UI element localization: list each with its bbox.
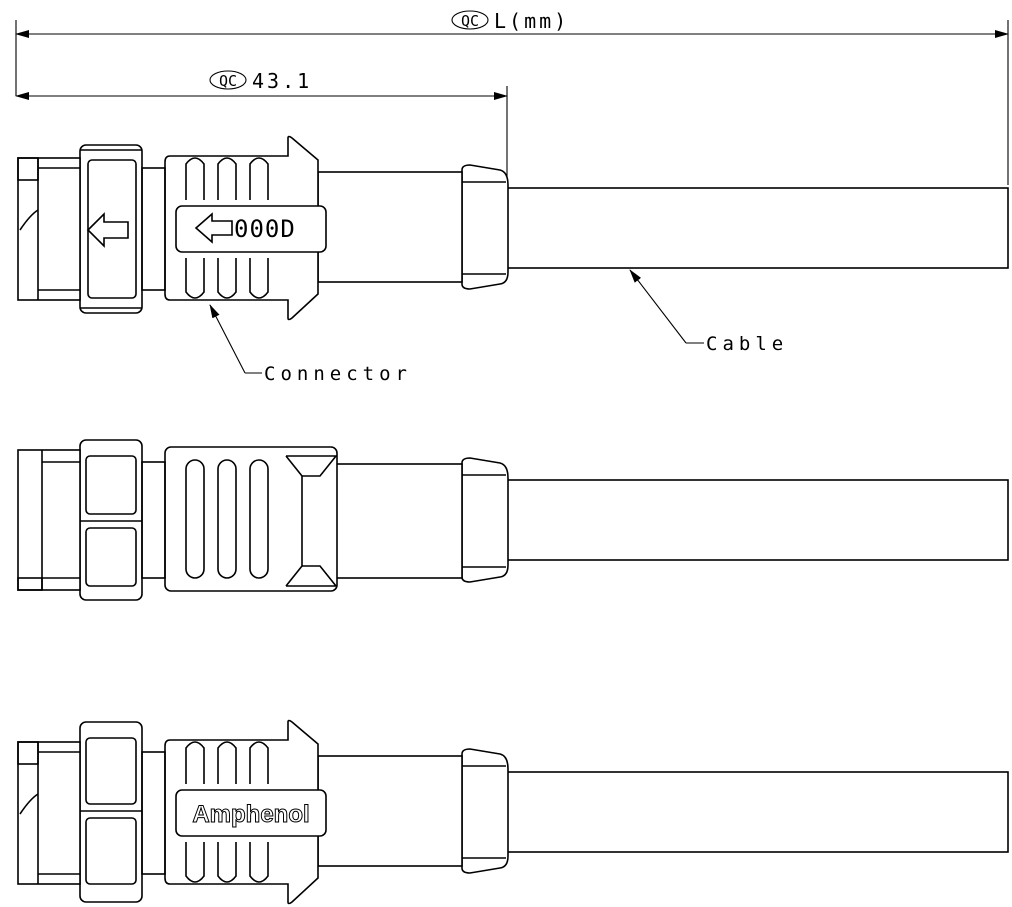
- qc-symbol-icon: QC: [451, 10, 489, 30]
- grip-body: Amphenol: [164, 719, 327, 905]
- bottom-view: Amphenol: [17, 719, 1009, 905]
- grip-body: [164, 446, 338, 592]
- boot: [461, 457, 509, 583]
- connector-length-dimension: QC 43.1: [15, 69, 508, 178]
- boot: [461, 748, 509, 874]
- connector-callout: Connector: [209, 304, 412, 385]
- overall-length-dimension: QC L(mm): [15, 9, 1009, 185]
- cable-callout: Cable: [629, 269, 788, 355]
- connector-front: [17, 157, 81, 301]
- coupling-nut: [79, 144, 143, 314]
- grip-body: 000D: [164, 135, 327, 321]
- coupling-nut: [79, 721, 143, 903]
- cable-body: [505, 187, 1009, 269]
- middle-view: [17, 439, 1009, 601]
- connector-callout-label: Connector: [264, 363, 412, 385]
- qc-symbol-icon: QC: [209, 70, 247, 90]
- connector-front: [17, 449, 81, 591]
- arrow-left-icon: [194, 212, 233, 244]
- connector-length-label: 43.1: [252, 69, 312, 93]
- qc-symbol-text: QC: [461, 12, 479, 30]
- cable-body: [505, 771, 1009, 853]
- overall-length-label: L(mm): [494, 9, 569, 33]
- top-view: 000D Connector Cab: [17, 135, 1009, 385]
- connector-front: [17, 741, 81, 885]
- arrow-left-icon: [86, 212, 129, 248]
- top-view-code: 000D: [234, 215, 296, 243]
- cable-callout-label: Cable: [706, 333, 788, 355]
- boot: [461, 164, 509, 290]
- cable-body: [505, 479, 1009, 561]
- coupling-nut: [79, 439, 143, 601]
- brand-logo: Amphenol: [192, 801, 309, 828]
- qc-symbol-text: QC: [219, 72, 237, 90]
